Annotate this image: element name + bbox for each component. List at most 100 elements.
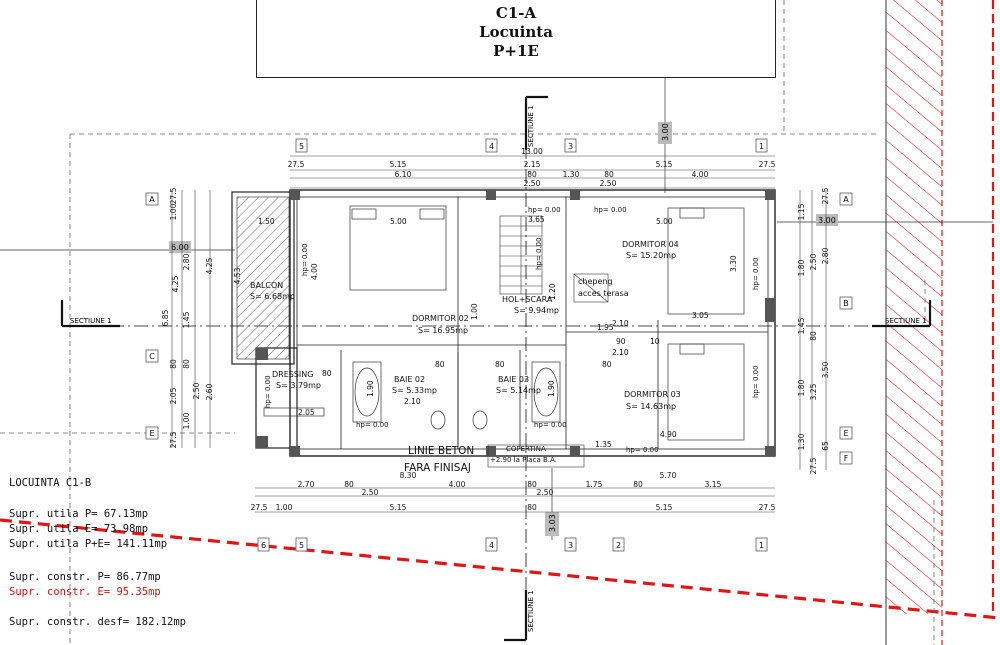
- inner-dim: 1.50: [258, 217, 275, 226]
- dim-left: 4.25: [205, 257, 214, 274]
- legend-usable-e: Supr. utila E= 73.98mp: [9, 523, 149, 535]
- inner-dim: 3.05: [692, 311, 709, 320]
- dim-top: 5.15: [656, 160, 673, 169]
- dim-right: 2.80: [821, 247, 830, 264]
- dim-right: 27.5: [821, 187, 830, 204]
- dim-top: 27.5: [288, 160, 305, 169]
- dim-bottom: 80: [527, 503, 537, 512]
- dim-right: 1.80: [797, 259, 806, 276]
- title-line-1: C1-A: [495, 4, 537, 22]
- level-label: hp= 0.00: [752, 257, 760, 290]
- dim-right: 2.50: [809, 253, 818, 270]
- dim-bottom: 2.50: [537, 488, 554, 497]
- legend-usable-p: Supr. utila P= 67.13mp: [9, 508, 149, 520]
- dim-bottom: 27.5: [759, 503, 776, 512]
- axis-label: 6: [261, 541, 266, 550]
- room-name: BAIE 03: [498, 375, 529, 384]
- room-area: S= 6.68mp: [250, 292, 295, 301]
- room-area: S= 15.20mp: [626, 251, 676, 260]
- inner-dim: 90: [616, 337, 626, 346]
- offset-right: 3.00: [818, 216, 836, 225]
- legend-title: LOCUINTA C1-B: [9, 477, 92, 489]
- dim-top: 2.15: [524, 160, 541, 169]
- level-label: hp= 0.00: [626, 446, 659, 454]
- dim-right: 27.5: [809, 457, 818, 474]
- inner-dim: 2.10: [612, 348, 629, 357]
- level-label: hp= 0.00: [594, 206, 627, 214]
- room-name: BAIE 02: [394, 375, 425, 384]
- axis-grid: [145, 138, 853, 552]
- axis-label: 1: [759, 142, 764, 151]
- room-area: S= 5.14mp: [496, 386, 541, 395]
- title-line-2: Locuinta: [479, 23, 553, 41]
- dim-bottom: 27.5: [251, 503, 268, 512]
- dim-right: 3.50: [821, 361, 830, 378]
- section-label-left: SECTIUNE 1: [70, 317, 112, 325]
- dashed-outlines: [0, 0, 935, 645]
- dim-top: 13.00: [521, 147, 543, 156]
- dim-left: 27.5: [169, 431, 178, 448]
- inner-dim: 80: [495, 360, 505, 369]
- axis-label: 4: [489, 142, 494, 151]
- dim-top: 80: [527, 170, 537, 179]
- dim-left: 6.85: [161, 309, 170, 326]
- level-label: hp= 0.00: [356, 421, 389, 429]
- furniture: [263, 205, 745, 441]
- room-name: HOL+SCARA: [502, 295, 553, 304]
- axis-label: F: [844, 454, 849, 463]
- inner-dim: 1.35: [595, 440, 612, 449]
- title-block: C1-A Locuinta P+1E: [256, 0, 776, 78]
- dimension-chains: [171, 155, 827, 513]
- axis-label: 5: [299, 541, 304, 550]
- dim-bottom: 2.70: [298, 480, 315, 489]
- dim-bottom: 4.00: [449, 480, 466, 489]
- legend-usable-pe: Supr. utila P+E= 141.11mp: [9, 538, 168, 550]
- dim-top: 2.50: [600, 179, 617, 188]
- inner-dim: 5.00: [390, 217, 407, 226]
- inner-dim: 2.10: [612, 319, 629, 328]
- dim-top: 4.00: [692, 170, 709, 179]
- room-name: DRESSING: [272, 370, 313, 379]
- axis-label: A: [149, 195, 155, 204]
- level-label: hp= 0.00: [534, 421, 567, 429]
- dim-bottom: 1.00: [276, 503, 293, 512]
- inner-dim: 1.90: [547, 380, 556, 397]
- inner-dim: 4.00: [310, 263, 319, 280]
- axis-label: 2: [616, 541, 621, 550]
- axis-label: 3: [568, 142, 573, 151]
- inner-dim: 2.10: [404, 397, 421, 406]
- dim-left: 1.00: [169, 203, 178, 220]
- room-area: S= 14.63mp: [626, 402, 676, 411]
- dim-top: 80: [604, 170, 614, 179]
- dim-bottom: 80: [527, 480, 537, 489]
- coping-label: COPERTINA: [506, 445, 546, 453]
- inner-dim: 80: [435, 360, 445, 369]
- room-name: DORMITOR 04: [622, 240, 679, 249]
- offset-bottom: 3.03: [548, 514, 557, 532]
- room-area: S= 16.95mp: [418, 326, 468, 335]
- inner-dim: 4.90: [660, 430, 677, 439]
- dim-bottom: 2.50: [362, 488, 379, 497]
- title-line-3: P+1E: [493, 42, 539, 60]
- axis-label: 4: [489, 541, 494, 550]
- dim-right: 3.25: [809, 383, 818, 400]
- room-area: S= 3.79mp: [276, 381, 321, 390]
- room-note: acces terasa: [578, 289, 629, 298]
- level-label: hp= 0.00: [528, 206, 561, 214]
- dim-left: 2.05: [169, 387, 178, 404]
- dim-left: 2.60: [205, 383, 214, 400]
- dim-left: 1.45: [182, 311, 191, 328]
- axis-label: E: [843, 429, 848, 438]
- walls: [231, 189, 776, 457]
- axis-label: A: [843, 195, 849, 204]
- inner-dim: 5.00: [656, 217, 673, 226]
- axis-label: C: [149, 352, 155, 361]
- dim-bottom: 80: [633, 480, 643, 489]
- inner-dim: 1.90: [366, 380, 375, 397]
- legend-built-total: Supr. constr. desf= 182.12mp: [9, 616, 187, 628]
- legend-built-e: Supr. constr. E= 95.35mp: [9, 586, 161, 598]
- room-name: DORMITOR 03: [624, 390, 681, 399]
- axis-label: B: [843, 299, 849, 308]
